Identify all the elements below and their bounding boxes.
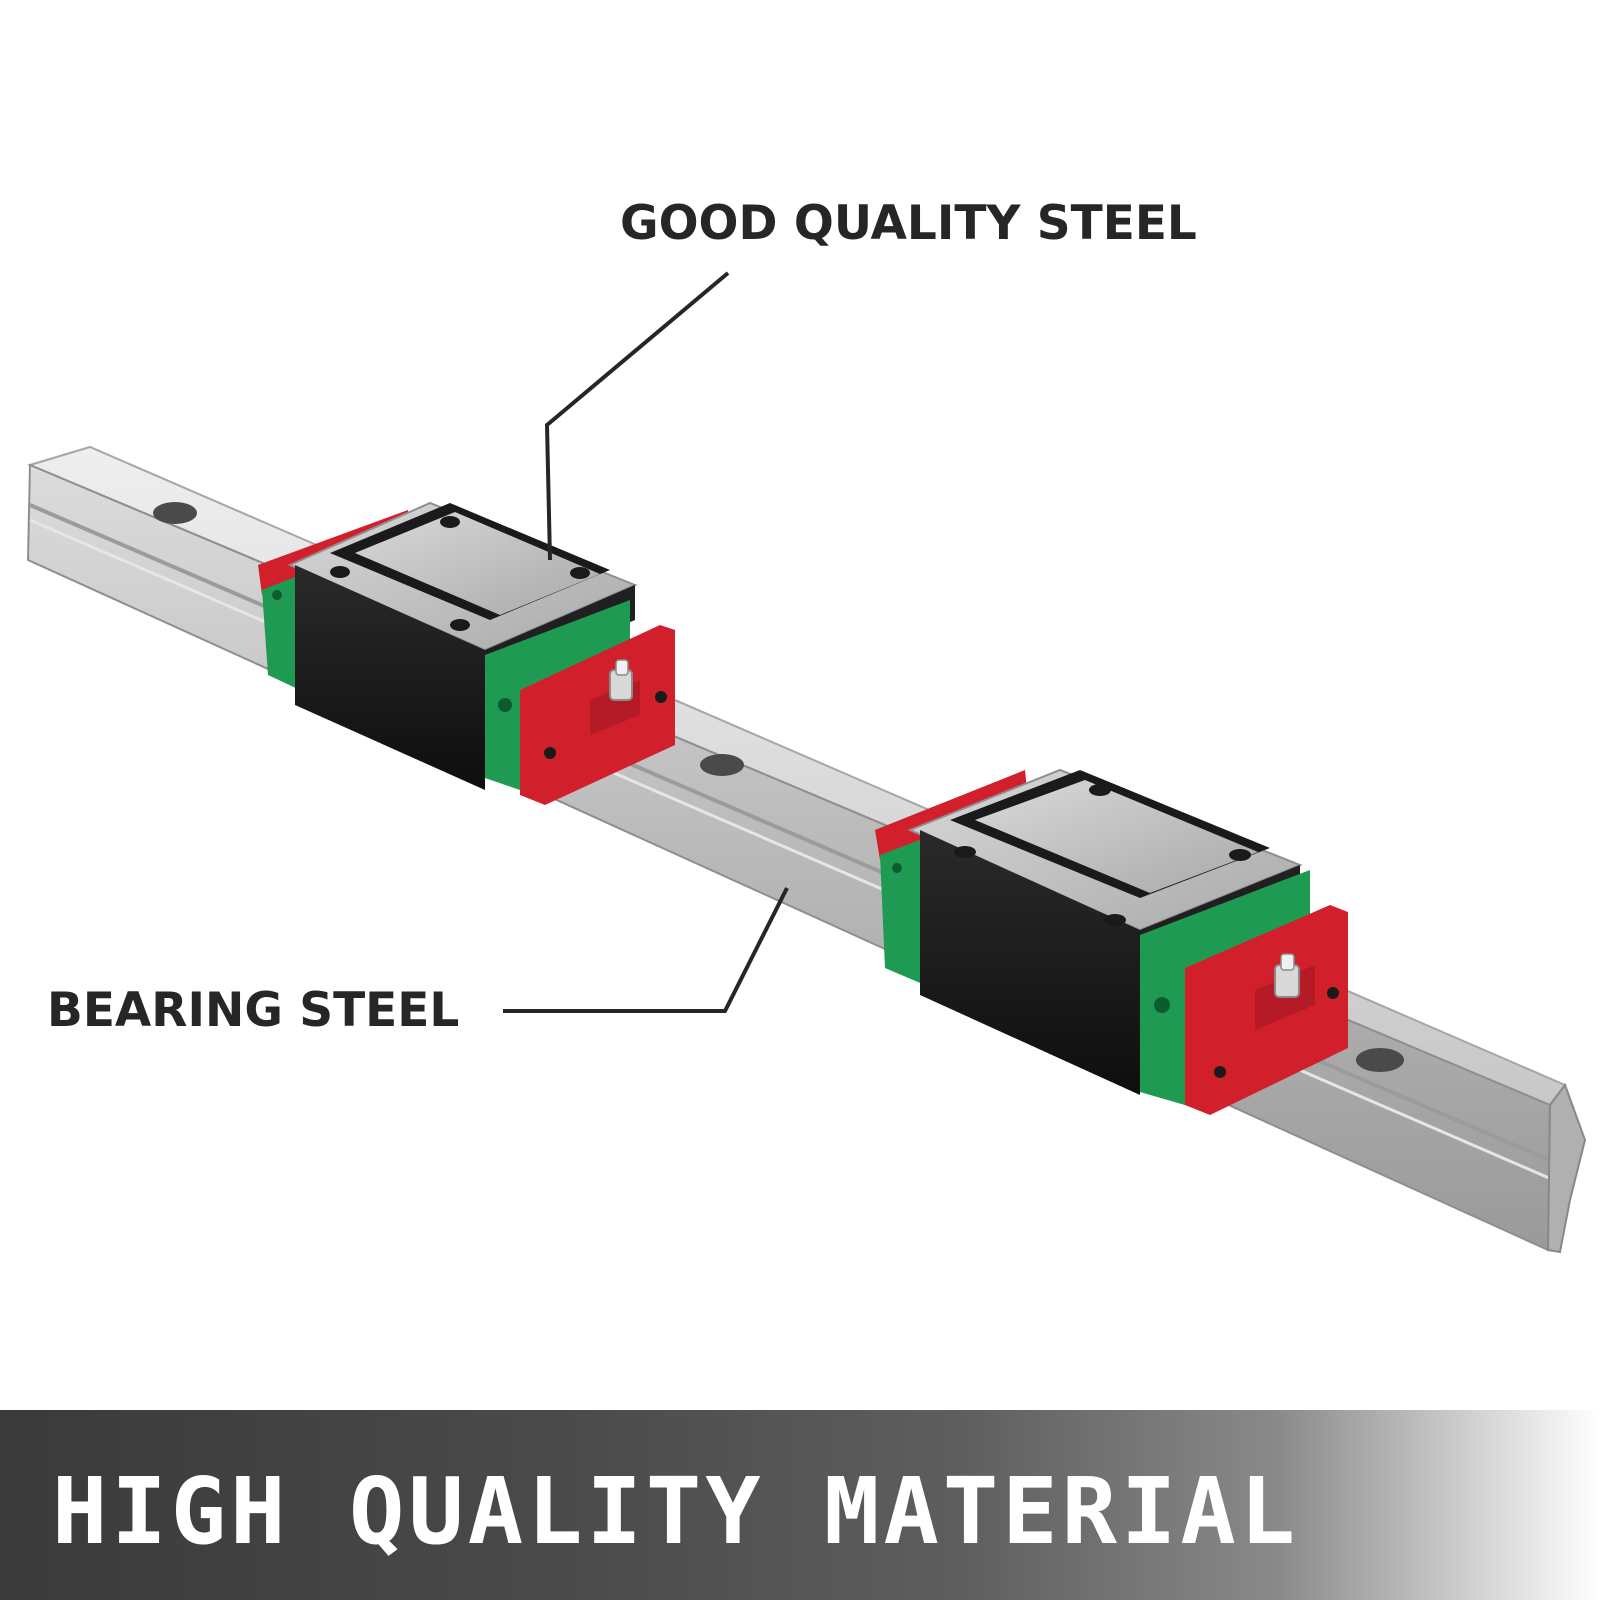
rail-hole [1356, 1048, 1404, 1072]
callout-leader-left [503, 887, 789, 1013]
carriage-block-1 [258, 501, 675, 805]
callout-good-quality-steel: GOOD QUALITY STEEL [620, 196, 1197, 251]
callout-bearing-steel: BEARING STEEL [47, 983, 460, 1038]
bottom-banner [0, 1410, 1600, 1600]
banner-title: HIGH QUALITY MATERIAL [52, 1458, 1300, 1565]
callout-leader-top [544, 271, 730, 561]
carriage-block-2 [875, 768, 1348, 1115]
rail-hole [700, 754, 744, 776]
rail-hole [153, 502, 197, 524]
